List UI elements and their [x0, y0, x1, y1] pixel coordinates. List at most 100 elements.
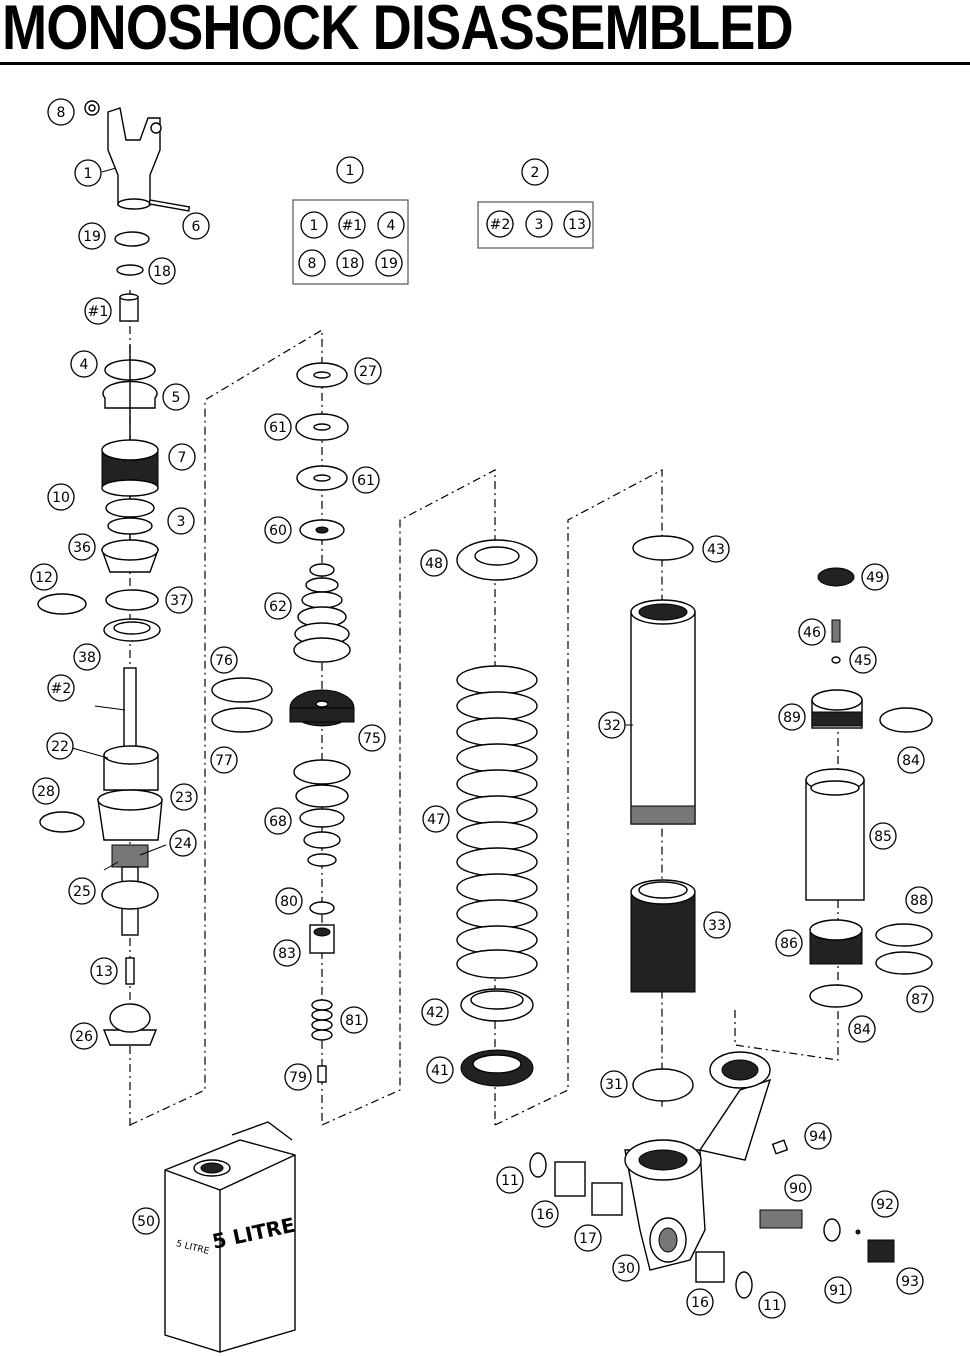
callout-label: 11 [501, 1173, 519, 1189]
callout-label: 1 [84, 166, 93, 182]
callout-label: 92 [876, 1197, 894, 1213]
callout-circle [905, 886, 933, 914]
callout-label: 25 [73, 884, 91, 900]
callout-circle [422, 805, 450, 833]
callout-label: 8 [57, 105, 66, 121]
callout-circle [702, 535, 730, 563]
kit-item-callout: #2 [486, 210, 514, 238]
callout-label: 16 [536, 1207, 554, 1223]
callout-label: 80 [280, 894, 298, 910]
spring-47 [456, 665, 538, 979]
callout-circle [426, 1056, 454, 1084]
ring-28 [39, 811, 85, 833]
kit-item-callout: 8 [298, 249, 326, 277]
callout-circle [377, 211, 405, 239]
callout-6: 6 [182, 212, 210, 240]
callout-91: 91 [824, 1276, 852, 1304]
callout-label: 16 [691, 1295, 709, 1311]
rings-76-77 [211, 677, 273, 733]
callout-label: 7 [178, 450, 187, 466]
callout-label: 84 [902, 753, 920, 769]
callout-circle [264, 807, 292, 835]
callout-circle [275, 887, 303, 915]
callout-4: 4 [70, 350, 98, 378]
callout-circle [32, 777, 60, 805]
callout-circle [563, 210, 591, 238]
callout-label: 10 [52, 490, 70, 506]
bushing-1 [119, 293, 139, 322]
callout-62: 62 [264, 592, 292, 620]
kit-item-callout: 3 [525, 210, 553, 238]
callout-label: 19 [83, 229, 101, 245]
callout-25: 25 [68, 877, 96, 905]
callout-label: 43 [707, 542, 725, 558]
callout-label: 6 [192, 219, 201, 235]
callout-label: 93 [901, 1274, 919, 1290]
callout-41: 41 [426, 1056, 454, 1084]
piston-86 [809, 919, 863, 965]
callout-circle [804, 1122, 832, 1150]
cylinder-32 [630, 599, 696, 825]
callout-circle [871, 1190, 899, 1218]
callout-label: 24 [174, 836, 192, 852]
kit-item-callout: 18 [336, 249, 364, 277]
page-title: MONOSHOCK DISASSEMBLED [2, 0, 794, 63]
callout-circle [264, 592, 292, 620]
callout-circle [74, 159, 102, 187]
callout-circle [358, 724, 386, 752]
callout-circle [132, 1207, 160, 1235]
callout-label: 33 [708, 918, 726, 934]
callout-circle [598, 711, 626, 739]
callout-label: 46 [803, 625, 821, 641]
callout-61: 61 [352, 466, 380, 494]
callout-60: 60 [264, 516, 292, 544]
callout-48: 48 [420, 549, 448, 577]
screw-79 [317, 1065, 327, 1083]
callout-label: 84 [853, 1022, 871, 1038]
shim-stack-62 [293, 563, 351, 663]
callout-32: 32 [598, 711, 626, 739]
callout-circle [525, 210, 553, 238]
callout-circle [30, 563, 58, 591]
callout-90: 90 [784, 1174, 812, 1202]
callout-88: 88 [905, 886, 933, 914]
callout-circle [848, 1015, 876, 1043]
spring-seat-48 [456, 539, 538, 581]
callout-circle [169, 829, 197, 857]
sleeve-33 [630, 879, 696, 993]
callout-86: 86 [775, 929, 803, 957]
callout-circle [897, 746, 925, 774]
o-ring-19 [114, 231, 150, 247]
callout-circle [70, 350, 98, 378]
callout-75: 75 [358, 724, 386, 752]
callout-circle [68, 877, 96, 905]
o-ring-45 [831, 656, 841, 664]
callout-label: 77 [215, 753, 233, 769]
callout-label: 13 [95, 964, 113, 980]
callout-circle [336, 156, 364, 184]
callout-circle [210, 646, 238, 674]
callout-68: 68 [264, 807, 292, 835]
callout-label: 83 [278, 946, 296, 962]
callout-31: 31 [600, 1070, 628, 1098]
rings-88-87 [875, 923, 933, 975]
callout-47: 47 [422, 805, 450, 833]
cap-89 [811, 689, 863, 729]
callout-hash-1: #1 [84, 297, 112, 325]
ring-10 [105, 498, 155, 518]
callout-circle [264, 413, 292, 441]
callout-18: 18 [148, 257, 176, 285]
callout-61: 61 [264, 413, 292, 441]
callout-33: 33 [703, 911, 731, 939]
callout-24: 24 [169, 829, 197, 857]
callout-49: 49 [861, 563, 889, 591]
callout-19: 19 [78, 222, 106, 250]
o-ring-18 [116, 264, 144, 276]
callout-circle [531, 1200, 559, 1228]
callout-label: 18 [341, 256, 359, 272]
callout-circle [273, 939, 301, 967]
callout-label: 27 [359, 364, 377, 380]
callout-label: 89 [783, 710, 801, 726]
callout-circle [47, 98, 75, 126]
